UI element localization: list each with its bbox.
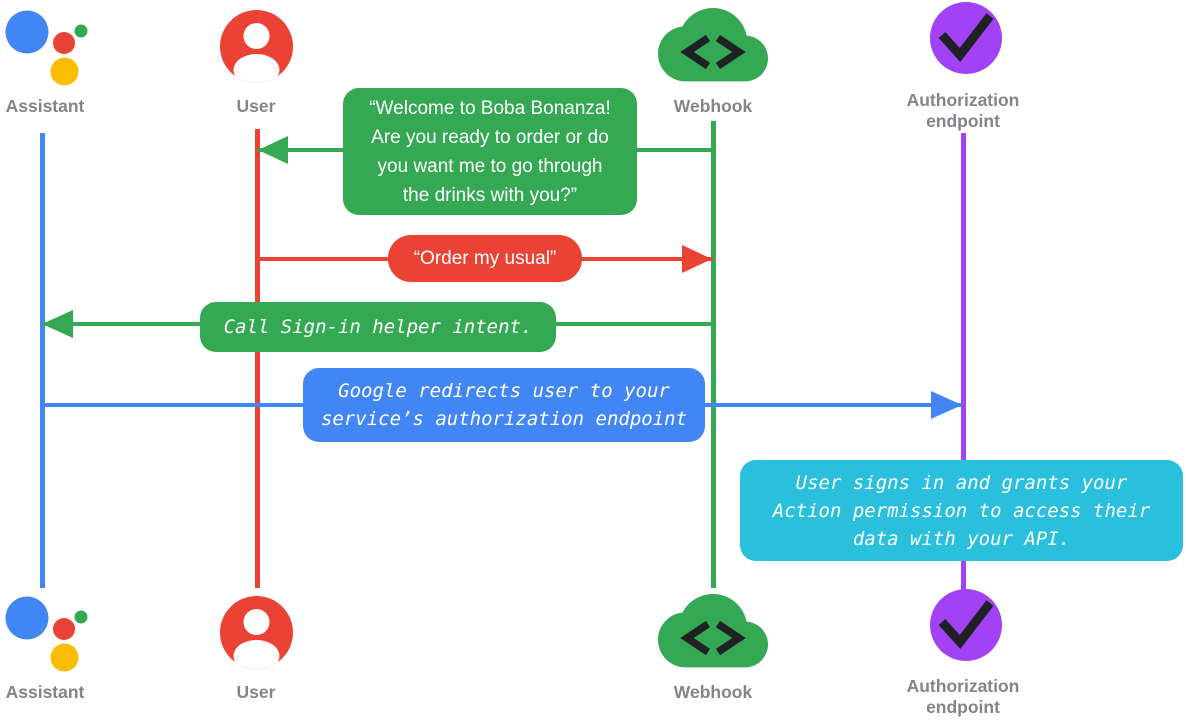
actor-label-authorization-endpoint: Authorization endpoint: [906, 676, 1020, 717]
bubble-text-line: service’s authorization endpoint: [320, 408, 688, 430]
actor-label-webhook: Webhook: [673, 682, 753, 702]
lifeline-user: [255, 129, 260, 588]
google-assistant-icon: [5, 596, 88, 672]
bubble-text-line: Call Sign-in helper intent.: [223, 316, 533, 338]
bubble-text-line: “Order my usual”: [413, 248, 557, 269]
bubble-text-line: Are you ready to order or do: [371, 126, 609, 148]
authorization-check-circle-icon: [930, 2, 1002, 74]
message-bubble-redirect: Google redirects user to your service’s …: [303, 368, 705, 442]
arrowhead-left-icon: [258, 136, 288, 164]
google-assistant-icon: [5, 10, 88, 86]
message-bubble-order-my-usual: “Order my usual”: [388, 235, 582, 282]
arrowhead-right-icon: [931, 391, 962, 419]
actor-label-user: User: [236, 96, 276, 116]
bubble-text-line: the drinks with you?”: [402, 184, 578, 206]
actor-label-assistant: Assistant: [5, 96, 85, 116]
bubble-text-line: User signs in and grants your: [795, 471, 1128, 494]
bubble-text-line: “Welcome to Boba Bonanza!: [369, 97, 611, 119]
actor-label-assistant: Assistant: [5, 682, 85, 702]
webhook-cloud-code-icon: [658, 8, 768, 82]
user-icon: [220, 10, 293, 83]
webhook-cloud-code-icon: [658, 594, 768, 668]
bubble-text-line: Google redirects user to your: [338, 380, 670, 402]
user-icon: [220, 596, 293, 669]
actor-label-authorization-endpoint: Authorization endpoint: [906, 90, 1020, 131]
actor-label-user: User: [236, 682, 276, 702]
message-bubble-welcome: “Welcome to Boba Bonanza! Are you ready …: [343, 88, 637, 215]
bubble-text-line: you want me to go through: [377, 155, 603, 177]
bubble-text-line: Action permission to access their: [772, 499, 1151, 522]
bubble-text-line: data with your API.: [852, 527, 1071, 550]
lifeline-authorization-endpoint: [961, 133, 966, 590]
lifeline-assistant: [40, 133, 45, 588]
arrowhead-right-icon: [682, 245, 712, 273]
note-bubble-user-signs-in: User signs in and grants your Action per…: [740, 460, 1183, 561]
authorization-check-circle-icon: [930, 589, 1002, 661]
arrowhead-left-icon: [42, 310, 73, 338]
message-bubble-call-signin-helper: Call Sign-in helper intent.: [200, 302, 556, 352]
lifeline-webhook: [711, 121, 716, 588]
actor-label-webhook: Webhook: [673, 96, 753, 116]
